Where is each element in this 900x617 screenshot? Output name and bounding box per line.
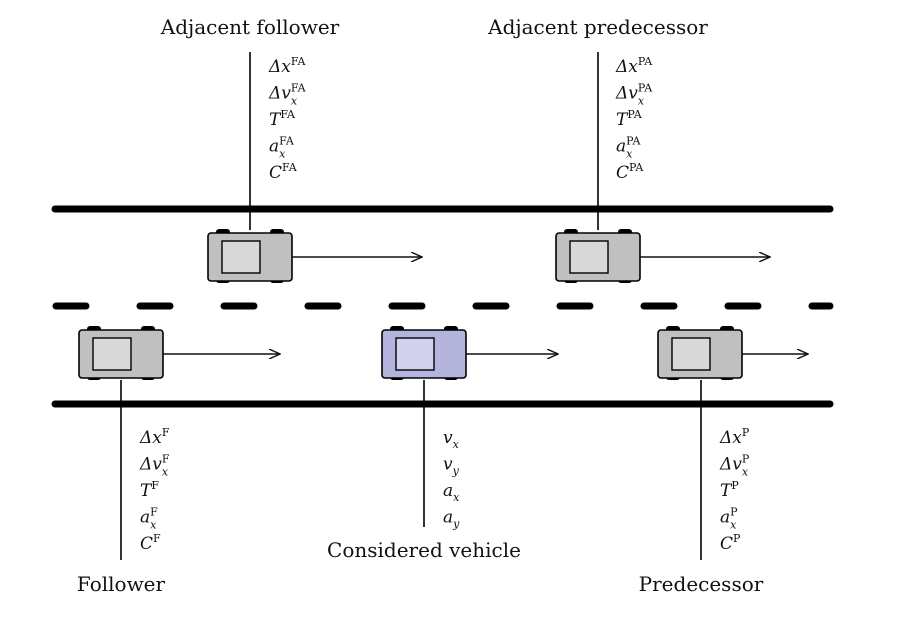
follower-feature-5: CF [140, 532, 161, 554]
considered-vehicle-window [395, 337, 435, 371]
considered-vehicle-label: Considered vehicle [327, 538, 521, 562]
predecessor-feature-3: TP [720, 479, 739, 501]
adjacent-predecessor-feature-3: TPA [616, 108, 643, 130]
adjacent-follower-feature-1: ΔxFA [268, 55, 307, 77]
adjacent-follower-window [221, 240, 261, 274]
adjacent-predecessor-feature-5: CPA [616, 161, 644, 183]
adjacent-predecessor-vehicle [555, 229, 770, 283]
adjacent-follower-feature-5: CFA [269, 161, 298, 183]
follower-label: Follower [77, 572, 166, 596]
adjacent-follower-label: Adjacent follower [160, 15, 340, 39]
adjacent-follower-vehicle [207, 229, 422, 283]
considered-vehicle-feature-3: ax [443, 481, 460, 504]
predecessor-feature-5: CP [720, 532, 741, 554]
adjacent-predecessor-label: Adjacent predecessor [487, 15, 708, 39]
predecessor-vehicle [657, 326, 808, 380]
follower-feature-1: ΔxF [139, 426, 170, 448]
follower-vehicle [78, 326, 280, 380]
predecessor-window [671, 337, 711, 371]
adjacent-predecessor-window [569, 240, 609, 274]
considered-vehicle-feature-4: ay [443, 508, 460, 531]
considered-vehicle-vehicle [381, 326, 558, 380]
follower-window [92, 337, 132, 371]
predecessor-feature-1: ΔxP [719, 426, 750, 448]
predecessor-label: Predecessor [639, 572, 764, 596]
vehicles-layer [78, 229, 808, 380]
adjacent-follower-feature-3: TFA [269, 108, 296, 130]
follower-feature-3: TF [140, 479, 159, 501]
considered-vehicle-feature-1: vx [443, 428, 460, 451]
adjacent-predecessor-feature-1: ΔxPA [615, 55, 653, 77]
considered-vehicle-feature-2: vy [443, 455, 460, 478]
